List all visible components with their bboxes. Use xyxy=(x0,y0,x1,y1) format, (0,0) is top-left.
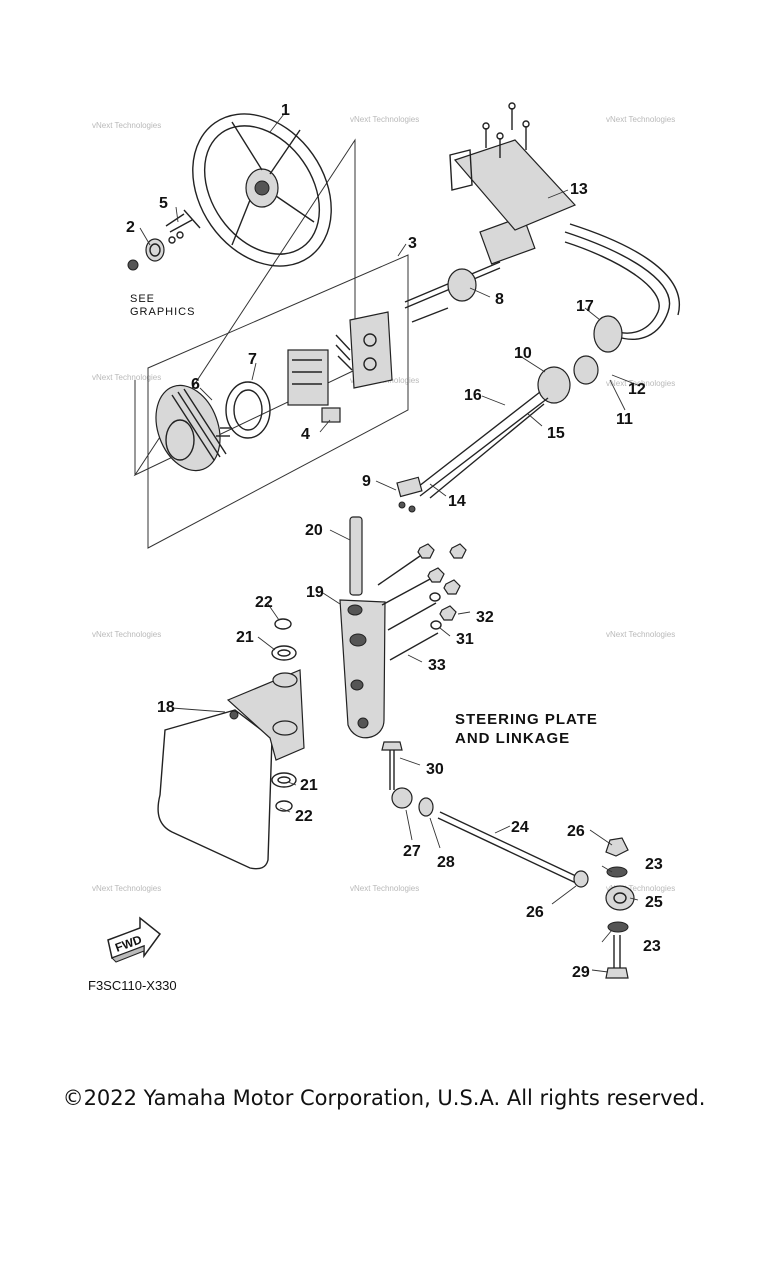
watermark: vNext Technologies xyxy=(92,121,161,130)
callout: 1 xyxy=(281,102,290,119)
watermark: vNext Technologies xyxy=(606,379,675,388)
callout: 7 xyxy=(248,351,257,368)
steering-arm xyxy=(339,599,386,739)
callout: 15 xyxy=(547,425,565,442)
steering-wheel xyxy=(192,113,332,267)
callout: 2 xyxy=(126,219,135,236)
callout: 4 xyxy=(301,426,310,443)
callout: 8 xyxy=(495,291,504,308)
steering-cables xyxy=(396,223,681,513)
callout: 11 xyxy=(616,411,633,428)
callout: 30 xyxy=(426,761,444,778)
callout: 3 xyxy=(408,235,417,252)
callout: 29 xyxy=(572,964,590,981)
frame-lines xyxy=(133,138,409,549)
callout: 31 xyxy=(456,631,474,648)
figure-code: F3SC110-X330 xyxy=(88,978,177,993)
callout: 21 xyxy=(300,777,318,794)
tie-rod xyxy=(381,741,589,888)
callout: 19 xyxy=(306,584,324,601)
callout: 23 xyxy=(643,938,661,955)
callout: 13 xyxy=(570,181,588,198)
watermark: vNext Technologies xyxy=(350,115,419,124)
watermark: vNext Technologies xyxy=(606,884,675,893)
callout: 21 xyxy=(236,629,254,646)
callout: 22 xyxy=(295,808,313,825)
callout: 6 xyxy=(191,376,200,393)
callout: 24 xyxy=(511,819,529,836)
hub-cap xyxy=(127,209,201,271)
leader-lines xyxy=(139,113,641,973)
callout: 12 xyxy=(628,381,646,398)
callout: 9 xyxy=(362,473,371,490)
callout: 16 xyxy=(464,387,482,404)
rod-end xyxy=(605,837,635,979)
see-graphics-note: SEE xyxy=(130,293,155,305)
callout: 23 xyxy=(645,856,663,873)
diagram-heading: AND LINKAGE xyxy=(455,730,570,747)
helm-mount xyxy=(449,102,577,231)
watermarks: vNext Technologies vNext Technologies vN… xyxy=(92,115,675,893)
callout: 17 xyxy=(576,298,594,315)
helm-shaft xyxy=(404,215,536,323)
watermark: vNext Technologies xyxy=(92,373,161,382)
watermark: vNext Technologies xyxy=(92,884,161,893)
fwd-arrow-icon: FWD xyxy=(107,916,162,963)
callout: 26 xyxy=(567,823,585,840)
watermark: vNext Technologies xyxy=(606,630,675,639)
see-graphics-note: GRAPHICS xyxy=(130,306,195,318)
callout: 10 xyxy=(514,345,532,362)
helm-assembly xyxy=(155,311,393,472)
copyright-notice: ©2022 Yamaha Motor Corporation, U.S.A. A… xyxy=(62,1086,706,1110)
callout: 18 xyxy=(157,699,175,716)
watermark: vNext Technologies xyxy=(92,630,161,639)
callout: 14 xyxy=(448,493,466,510)
callout: 5 xyxy=(159,195,168,212)
callout: 26 xyxy=(526,904,544,921)
steering-plate xyxy=(157,618,305,870)
pin xyxy=(349,516,363,596)
callout: 33 xyxy=(428,657,446,674)
callouts: 1 2 3 4 5 6 7 8 9 10 11 12 13 14 15 16 1… xyxy=(126,102,663,981)
bolt-kit xyxy=(377,543,467,661)
callout: 32 xyxy=(476,609,494,626)
callout: 27 xyxy=(403,843,421,860)
callout: 25 xyxy=(645,894,663,911)
callout: 20 xyxy=(305,522,323,539)
callout: 28 xyxy=(437,854,455,871)
callout: 22 xyxy=(255,594,273,611)
watermark: vNext Technologies xyxy=(350,884,419,893)
diagram-heading: STEERING PLATE xyxy=(455,711,598,728)
watermark: vNext Technologies xyxy=(606,115,675,124)
